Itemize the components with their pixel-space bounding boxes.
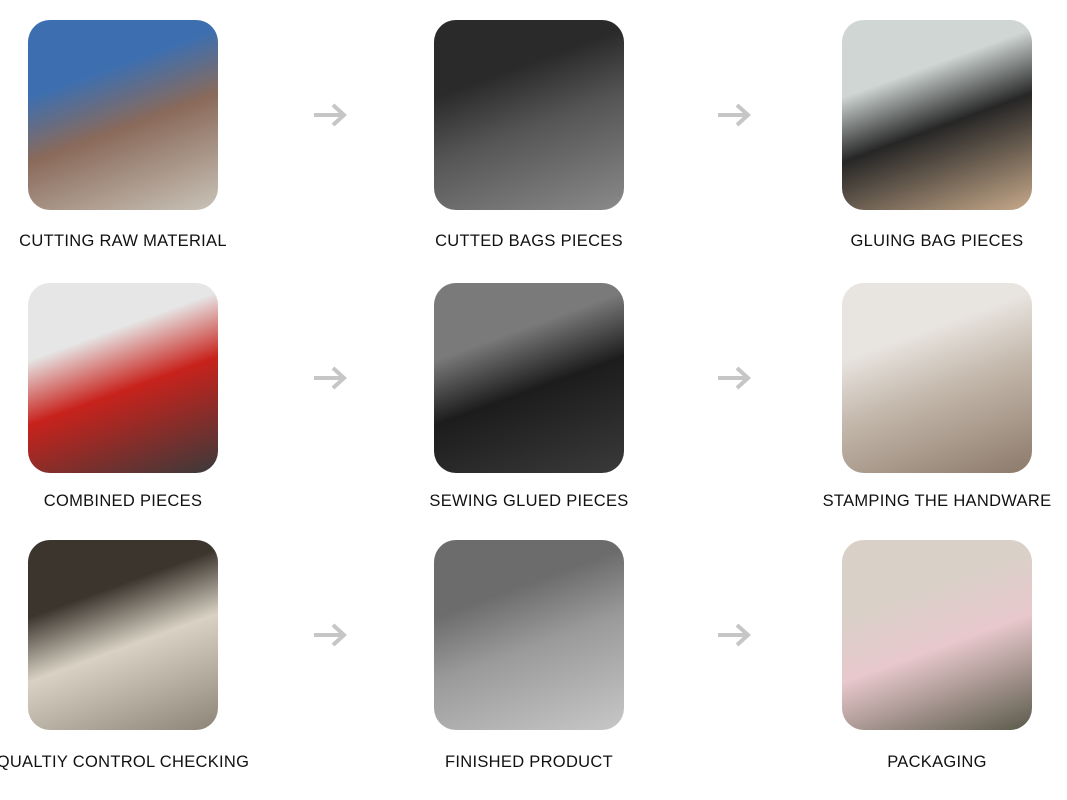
- step-label: QUALTIY CONTROL CHECKING: [0, 753, 250, 771]
- step-label: SEWING GLUED PIECES: [429, 492, 629, 510]
- arrow-right-icon: [314, 623, 347, 647]
- arrow-right-icon: [718, 366, 751, 390]
- step-label: GLUING BAG PIECES: [850, 232, 1024, 250]
- arrow-right-icon: [718, 623, 751, 647]
- step-photo-combined-pieces: [28, 283, 218, 473]
- arrow-right-icon: [314, 366, 347, 390]
- step-photo-cutting-raw-material: [28, 20, 218, 210]
- step-photo-stamping-the-handware: [842, 283, 1032, 473]
- arrow-right-icon: [314, 103, 347, 127]
- step-label: COMBINED PIECES: [43, 492, 203, 510]
- arrow-right-icon: [718, 103, 751, 127]
- step-label: CUTTED BAGS PIECES: [435, 232, 623, 250]
- step-label: FINISHED PRODUCT: [445, 753, 613, 771]
- step-label: PACKAGING: [887, 753, 987, 771]
- step-photo-gluing-bag-pieces: [842, 20, 1032, 210]
- step-photo-qualtiy-control-checking: [28, 540, 218, 730]
- step-label: STAMPING THE HANDWARE: [822, 492, 1052, 510]
- step-photo-sewing-glued-pieces: [434, 283, 624, 473]
- step-label: CUTTING RAW MATERIAL: [19, 232, 227, 250]
- step-photo-packaging: [842, 540, 1032, 730]
- step-photo-finished-product: [434, 540, 624, 730]
- step-photo-cutted-bags-pieces: [434, 20, 624, 210]
